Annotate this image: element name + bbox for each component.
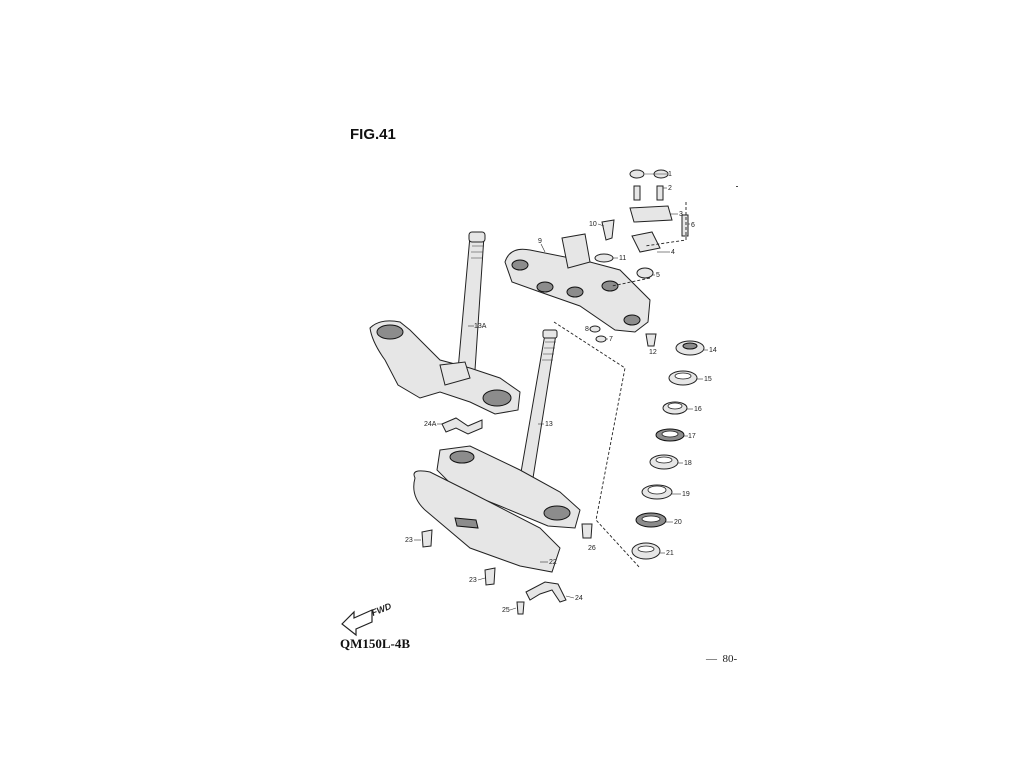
alignment-line-clamp [644, 202, 687, 247]
callout-18: 18 [684, 460, 692, 467]
bolt-26 [581, 523, 593, 539]
callout-23-lower: 23 [469, 577, 477, 584]
bolt-23-upper [421, 529, 433, 548]
callout-17: 17 [688, 433, 696, 440]
steering-stem-13a-assembly [369, 231, 521, 415]
callout-5: 5 [656, 272, 660, 279]
bolt-23-lower [484, 567, 496, 586]
clip-24 [525, 581, 567, 603]
callouts: 1 2 3 4 5 6 7 8 9 10 11 12 13 13A 14 15 … [405, 171, 717, 614]
callout-13a: 13A [474, 323, 487, 330]
callout-8: 8 [585, 326, 589, 333]
forward-arrow-icon [341, 609, 373, 637]
callout-14: 14 [709, 347, 717, 354]
callout-24: 24 [575, 595, 583, 602]
callout-3: 3 [679, 211, 683, 218]
page-number-suffix: - [733, 653, 738, 665]
alignment-line-nut [611, 277, 651, 287]
bolt-12 [645, 333, 657, 347]
clip-24a [441, 417, 483, 435]
callout-4: 4 [671, 249, 675, 256]
callout-9: 9 [538, 238, 542, 245]
callout-22: 22 [549, 559, 557, 566]
callout-6: 6 [691, 222, 695, 229]
callout-10: 10 [589, 221, 597, 228]
callout-23-upper: 23 [405, 537, 413, 544]
page-number-prefix: — [706, 653, 723, 665]
page-number-value: 80 [722, 653, 734, 665]
handlebar-clamp-parts [629, 169, 689, 279]
callout-21: 21 [666, 550, 674, 557]
bearing-stack [631, 340, 705, 560]
callout-2: 2 [668, 185, 672, 192]
page-number: — 80- [706, 653, 737, 665]
fwd-label: FWD [370, 601, 393, 618]
washer-11 [594, 253, 614, 263]
callout-1: 1 [668, 171, 672, 178]
alignment-line-stem [553, 321, 641, 569]
callout-13: 13 [545, 421, 553, 428]
callout-11: 11 [619, 255, 626, 262]
figure-title: FIG.41 [350, 126, 396, 143]
bolt-10 [601, 219, 615, 241]
callout-12: 12 [649, 349, 657, 356]
nut-7 [595, 335, 607, 343]
nut-8 [589, 325, 601, 333]
callout-24a: 24A [424, 421, 437, 428]
stray-mark [736, 186, 738, 187]
callout-16: 16 [694, 406, 702, 413]
model-number: QM150L-4B [340, 636, 411, 651]
callout-20: 20 [674, 519, 682, 526]
steering-stem-13-assembly [413, 329, 581, 573]
callout-15: 15 [704, 376, 712, 383]
upper-bracket-9 [504, 233, 651, 333]
callout-25: 25 [502, 607, 510, 614]
callout-7: 7 [609, 336, 613, 343]
callout-26: 26 [588, 545, 596, 552]
callout-19: 19 [682, 491, 690, 498]
bolt-25 [516, 601, 525, 615]
